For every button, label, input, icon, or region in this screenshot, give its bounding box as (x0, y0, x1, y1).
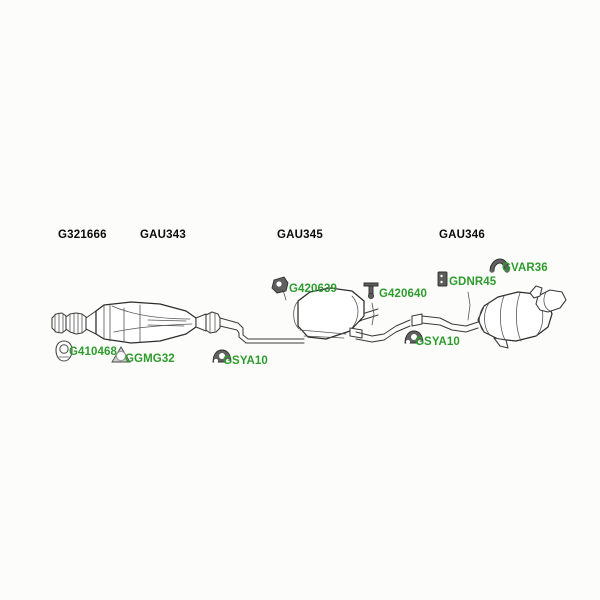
front-pipe (219, 317, 305, 344)
centre-silencer (293, 287, 365, 340)
section-label-gau343: GAU343 (140, 229, 186, 241)
part-label-gsya10-right: GSYA10 (415, 336, 460, 348)
part-label-ggmg32: GGMG32 (125, 353, 175, 365)
rubber-hanger-icon (271, 276, 289, 294)
gasket-teardrop-icon (55, 340, 73, 362)
section-label-gau346: GAU346 (439, 229, 485, 241)
part-entry-gvar36[interactable]: GVAR36 (489, 258, 548, 274)
rubber-mount-icon (212, 349, 232, 364)
rubber-mount-icon (404, 330, 424, 345)
part-label-gdnr45: GDNR45 (449, 276, 497, 288)
flexible-pipe-front (51, 310, 97, 335)
part-entry-g420639[interactable]: G420639 (271, 276, 337, 295)
part-label-g420639: G420639 (289, 283, 337, 295)
hanger-bracket-icon (363, 282, 379, 299)
part-entry-gsya10-left[interactable]: GSYA10 (212, 349, 268, 367)
part-entry-ggmg32[interactable]: GGMG32 (111, 346, 175, 365)
part-entry-gdnr45[interactable]: GDNR45 (437, 271, 497, 288)
section-label-group: G321666 GAU343 GAU345 GAU346 (58, 229, 485, 241)
section-label-gau345: GAU345 (277, 229, 323, 241)
rear-pipe (411, 291, 479, 333)
tailpipe (529, 285, 567, 313)
part-entry-gsya10-right[interactable]: GSYA10 (404, 330, 460, 348)
catalytic-converter (95, 301, 221, 344)
rear-silencer (477, 291, 553, 349)
part-label-gsya10-left: GSYA10 (223, 355, 268, 367)
part-label-g410468: G410468 (69, 346, 118, 358)
part-entry-g420640[interactable]: G420640 (363, 282, 427, 300)
section-label-g321666: G321666 (58, 229, 107, 241)
part-entry-g410468[interactable]: G410468 (55, 340, 118, 362)
gasket-triangle-icon (111, 346, 131, 363)
rubber-arch-icon (489, 258, 510, 273)
part-label-gvar36: GVAR36 (502, 262, 548, 274)
part-label-g420640: G420640 (379, 288, 427, 300)
mount-bracket-icon (437, 271, 448, 287)
